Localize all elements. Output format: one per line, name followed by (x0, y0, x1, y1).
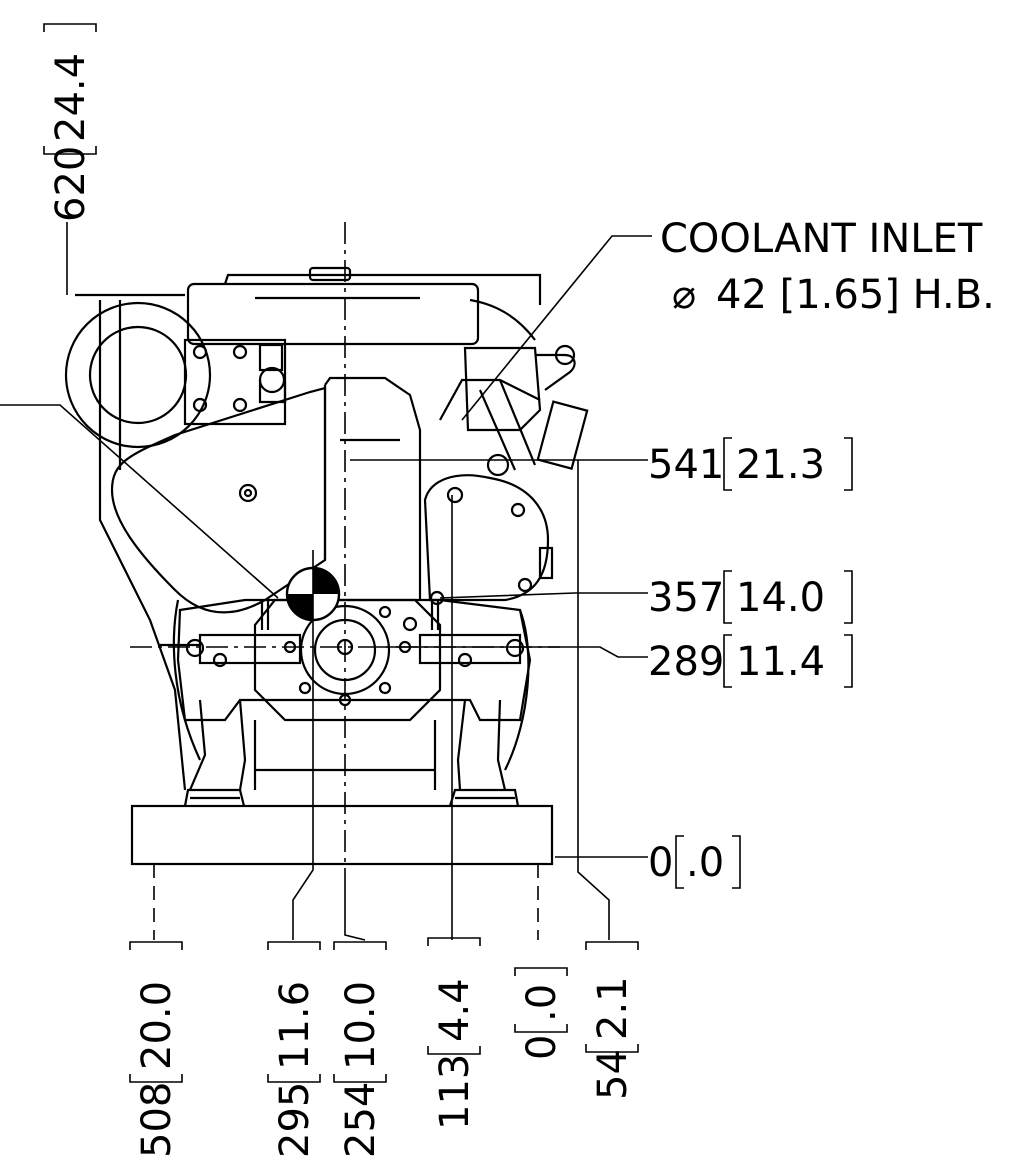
engine-outline (64, 266, 589, 866)
dim-value: 0 (519, 1035, 565, 1060)
dim-label-113: 113 4.4 (427, 937, 481, 1130)
lower-manifold (176, 598, 532, 722)
dim-label-289: 289 11.4 (648, 634, 853, 688)
dim-label-54: 54 2.1 (585, 941, 639, 1100)
dim-inch: 21.3 (736, 442, 825, 488)
dim-value: 620 (48, 146, 94, 222)
extension-lines (0, 222, 652, 941)
dim-label-357: 357 14.0 (648, 570, 853, 624)
dim-value: 113 (432, 1054, 478, 1130)
dim-label-0-vertical: 0 .0 (648, 835, 741, 889)
dim-inch: 4.4 (432, 978, 478, 1042)
right-manifold (463, 346, 542, 432)
dim-label-295: 295 11.6 (267, 941, 321, 1158)
coolant-inlet-title: COOLANT INLET (660, 216, 983, 262)
dim-inch: 11.6 (272, 981, 318, 1070)
dim-label-0-horizontal: 0 .0 (514, 967, 568, 1060)
dim-inch: 24.4 (48, 53, 94, 142)
dim-value: 254 (338, 1082, 384, 1158)
coolant-inlet-spec: 42 [1.65] H.B. (716, 272, 995, 318)
coolant-inlet-callout: COOLANT INLET ⌀ 42 [1.65] H.B. (660, 216, 995, 318)
mount-foot-left (183, 788, 246, 807)
dim-value: 508 (134, 1082, 180, 1158)
dim-inch: 11.4 (736, 639, 825, 685)
dim-label-620: 620 24.4 (43, 23, 97, 222)
dim-value: 357 (648, 575, 724, 621)
dim-value: 54 (590, 1049, 636, 1100)
central-column (324, 376, 422, 600)
dim-value: 295 (272, 1082, 318, 1158)
flywheel-housing-ring (64, 301, 212, 449)
dim-inch: 10.0 (338, 981, 384, 1070)
dim-value: 289 (648, 639, 724, 685)
base-skid (130, 804, 554, 866)
dim-inch: .0 (686, 840, 724, 886)
vertical-dimension-labels: 620 24.4 541 21.3 357 14.0 289 11.4 0 . (43, 23, 853, 889)
air-box (186, 282, 480, 346)
dim-value: 541 (648, 442, 724, 488)
dim-label-254: 254 10.0 (333, 941, 387, 1158)
dim-label-541: 541 21.3 (648, 437, 853, 491)
dim-inch: 14.0 (736, 575, 825, 621)
gear-cover (110, 386, 327, 614)
horizontal-dimension-labels: 508 20.0 295 11.6 254 10.0 113 4.4 0 .0 (129, 937, 639, 1158)
dim-inch: 20.0 (134, 981, 180, 1070)
dim-value: 0 (648, 840, 673, 886)
diameter-symbol: ⌀ (672, 272, 696, 318)
dim-label-508: 508 20.0 (129, 941, 183, 1158)
dim-inch: 2.1 (590, 976, 636, 1040)
center-lines (130, 222, 560, 870)
dim-inch: .0 (519, 984, 565, 1022)
